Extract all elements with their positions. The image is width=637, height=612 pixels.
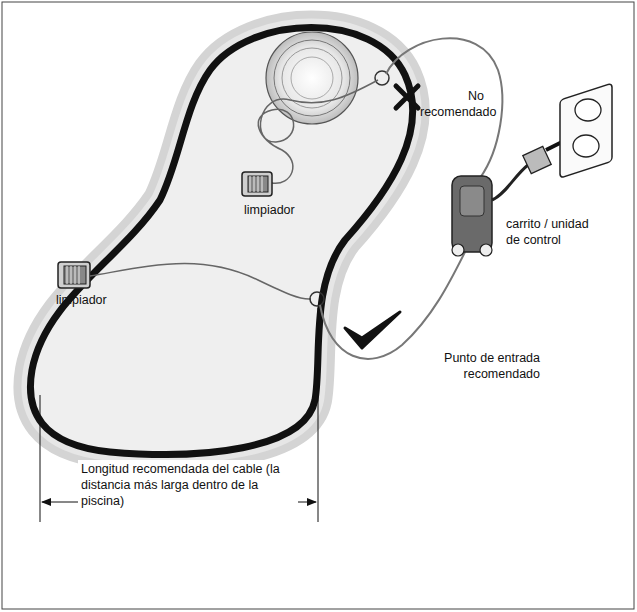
power-cord: [492, 165, 528, 200]
note-label: Punto de entrada recomendado: [420, 350, 540, 382]
cable-bad-inside: [258, 80, 378, 183]
part-label: limpiador: [244, 202, 334, 218]
plug: [523, 142, 562, 174]
spa: [266, 32, 358, 124]
dimension-label: Longitud recomendada del cable (la dista…: [78, 460, 298, 510]
warning-label: No recomendado: [420, 88, 484, 120]
cable-bad-outside: [386, 38, 502, 178]
dimension-line: [40, 308, 318, 522]
cable-good-inside: [90, 264, 311, 300]
cable-good-outside: [320, 252, 465, 359]
pool-halo: [30, 28, 412, 455]
pool-outline: [30, 28, 412, 455]
part-label: carrito / unidad de control: [506, 216, 592, 248]
check-mark: [345, 312, 400, 348]
cleaner: [58, 262, 90, 288]
x-mark: [396, 86, 418, 108]
control-cart: [452, 176, 492, 256]
part-label: limpiador: [56, 292, 146, 308]
pool-halo-inner: [30, 28, 412, 455]
wall-outlet: [560, 83, 612, 178]
entry-point-good: [310, 292, 324, 306]
cleaner: [242, 172, 272, 196]
